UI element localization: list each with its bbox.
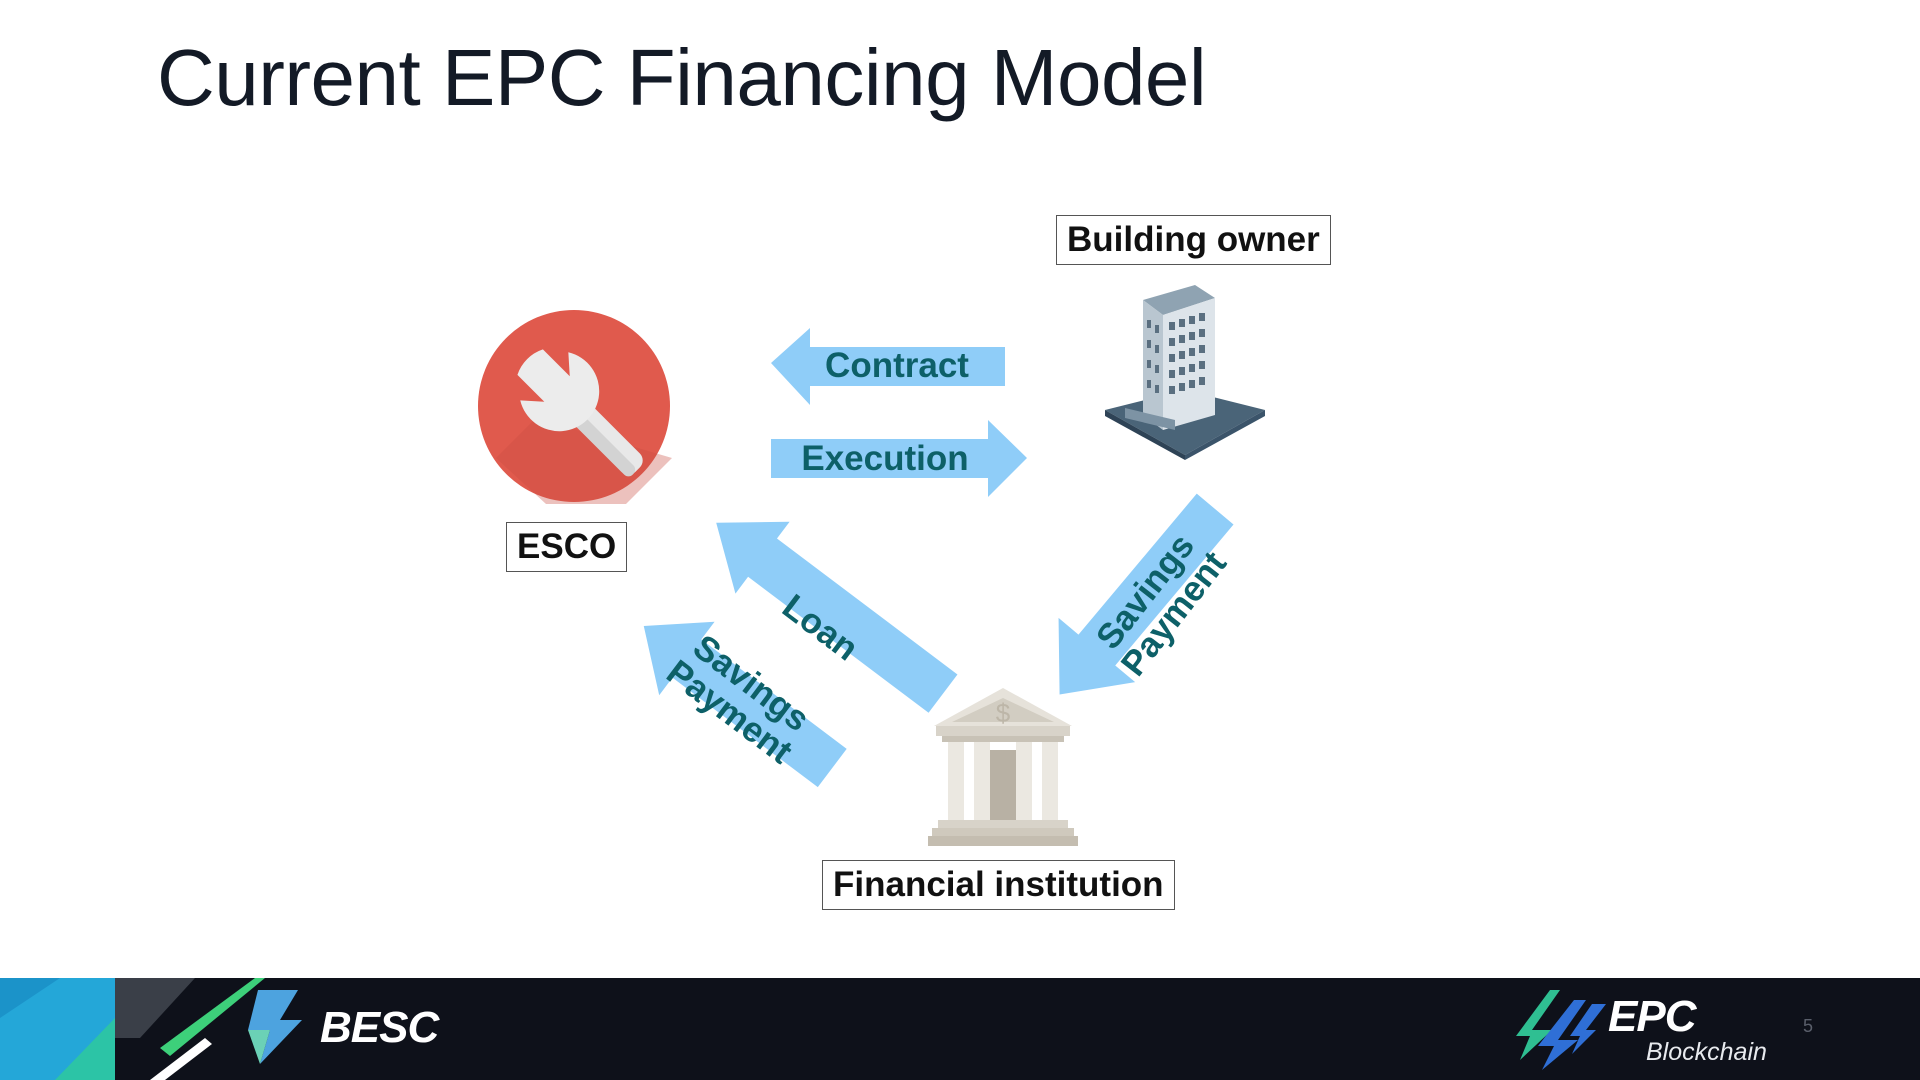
contract-arrow — [771, 328, 1005, 405]
execution-label: Execution — [801, 439, 969, 478]
bank-icon: $ — [928, 688, 1078, 846]
savings-payment-to-esco-arrow — [643, 621, 847, 788]
office-building-icon — [1105, 285, 1265, 460]
slide-title: Current EPC Financing Model — [157, 33, 1207, 122]
blockchain-logo-text: Blockchain — [1646, 1038, 1767, 1066]
epc-logo-icon — [1516, 990, 1606, 1070]
loan-arrow — [716, 521, 958, 713]
footer-decoration — [0, 978, 265, 1080]
savings-payment-to-bank-arrow — [1058, 493, 1234, 695]
page-number: 5 — [1803, 1016, 1814, 1036]
financial-institution-label: Financial institution — [822, 860, 1175, 910]
svg-text:$: $ — [996, 698, 1011, 728]
wrench-icon — [478, 310, 672, 504]
execution-arrow — [771, 420, 1027, 497]
contract-label: Contract — [825, 346, 969, 385]
footer-bar — [0, 978, 1920, 1080]
building-owner-label: Building owner — [1056, 215, 1331, 265]
epc-logo-text: EPC — [1608, 992, 1696, 1041]
esco-label: ESCO — [506, 522, 628, 572]
besc-logo-icon — [248, 990, 302, 1064]
besc-logo-text: BESC — [320, 1003, 439, 1052]
